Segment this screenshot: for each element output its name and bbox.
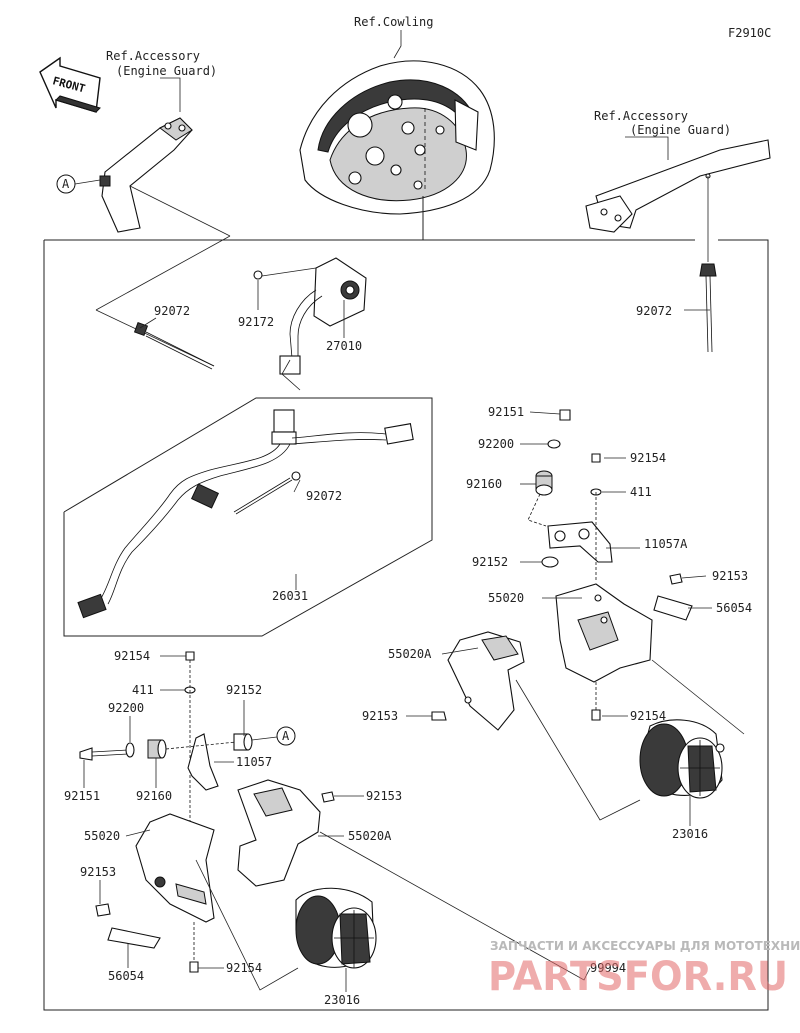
watermark-brand: PARTSFOR.RU bbox=[488, 954, 788, 1000]
label-l92154-b: 92154 bbox=[226, 961, 262, 975]
label-l411: 411 bbox=[132, 683, 154, 697]
label-r92154-a: 92154 bbox=[630, 451, 666, 465]
ref-cowling-label: Ref.Cowling bbox=[354, 15, 433, 29]
svg-text:A: A bbox=[282, 729, 290, 743]
label-r92154-b: 92154 bbox=[630, 709, 666, 723]
sensor-27010-drawing bbox=[253, 257, 367, 375]
label-r92160: 92160 bbox=[466, 477, 502, 491]
label-26031: 26031 bbox=[272, 589, 308, 603]
label-r92200: 92200 bbox=[478, 437, 514, 451]
right-bracket-assembly bbox=[431, 409, 745, 821]
watermark-top-text: ЗАПЧАСТИ И АКСЕССУАРЫ ДЛЯ МОТОТЕХНИКИ bbox=[490, 939, 800, 953]
label-r411: 411 bbox=[630, 485, 652, 499]
ref-accessory-left-label: Ref.Accessory bbox=[106, 49, 200, 63]
cable-tie-92072-right bbox=[699, 176, 717, 353]
ref-accessory-right-sub: (Engine Guard) bbox=[630, 123, 731, 137]
label-r11057A: 11057A bbox=[644, 537, 688, 551]
label-r92153-b: 92153 bbox=[362, 709, 398, 723]
label-92072-a: 92072 bbox=[154, 304, 190, 318]
label-92172: 92172 bbox=[238, 315, 274, 329]
label-l92154-a: 92154 bbox=[114, 649, 150, 663]
label-l55020A: 55020A bbox=[348, 829, 392, 843]
part-labels: 92072 92172 27010 92072 92072 26031 9215… bbox=[64, 304, 752, 1007]
label-r92151: 92151 bbox=[488, 405, 524, 419]
ref-accessory-left-sub: (Engine Guard) bbox=[116, 64, 217, 78]
label-r55020A: 55020A bbox=[388, 647, 432, 661]
harness-26031-drawing bbox=[77, 409, 414, 619]
label-l92200: 92200 bbox=[108, 701, 144, 715]
label-l11057: 11057 bbox=[236, 755, 272, 769]
label-l56054: 56054 bbox=[108, 969, 144, 983]
label-l92152: 92152 bbox=[226, 683, 262, 697]
callout-a-top: A bbox=[56, 174, 101, 194]
label-r56054: 56054 bbox=[716, 601, 752, 615]
label-l92160: 92160 bbox=[136, 789, 172, 803]
left-bracket-assembly: A bbox=[79, 651, 591, 991]
label-r92152: 92152 bbox=[472, 555, 508, 569]
label-l55020: 55020 bbox=[84, 829, 120, 843]
label-r23016: 23016 bbox=[672, 827, 708, 841]
cable-tie-92072-left bbox=[133, 321, 215, 370]
label-l23016: 23016 bbox=[324, 993, 360, 1007]
label-27010: 27010 bbox=[326, 339, 362, 353]
label-l92151: 92151 bbox=[64, 789, 100, 803]
label-99994: 99994 bbox=[590, 961, 626, 975]
svg-text:A: A bbox=[62, 177, 70, 191]
front-arrow-icon: FRONT bbox=[39, 56, 101, 113]
ref-accessory-right-label: Ref.Accessory bbox=[594, 109, 688, 123]
label-l92153-b: 92153 bbox=[80, 865, 116, 879]
label-92072-c: 92072 bbox=[636, 304, 672, 318]
leader-lines bbox=[83, 267, 712, 992]
label-92072-b: 92072 bbox=[306, 489, 342, 503]
engine-guard-right-drawing bbox=[585, 139, 771, 233]
label-l92153-a: 92153 bbox=[366, 789, 402, 803]
label-r55020: 55020 bbox=[488, 591, 524, 605]
engine-guard-left-drawing bbox=[99, 117, 193, 233]
cowling-drawing bbox=[299, 60, 495, 215]
label-r92153-a: 92153 bbox=[712, 569, 748, 583]
figure-code: F2910C bbox=[728, 26, 771, 40]
watermark: ЗАПЧАСТИ И АКСЕССУАРЫ ДЛЯ МОТОТЕХНИКИ PA… bbox=[488, 939, 800, 1000]
